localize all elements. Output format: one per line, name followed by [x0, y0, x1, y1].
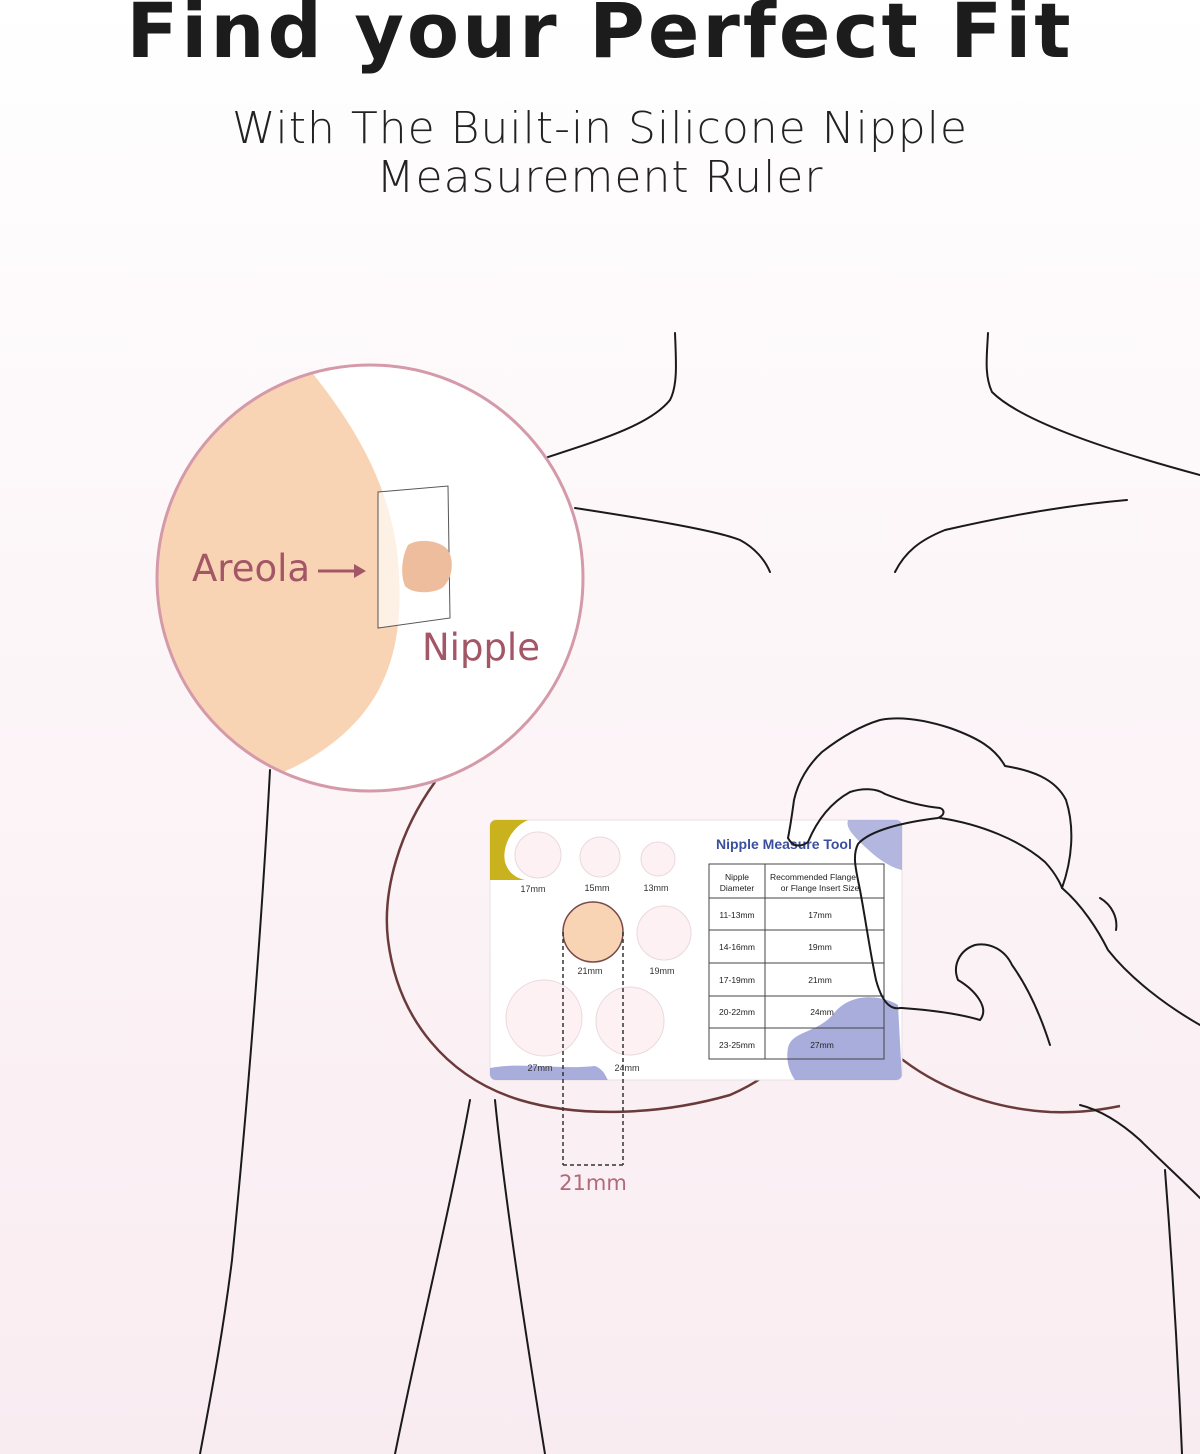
circle-19mm [636, 905, 692, 961]
nipple-label: Nipple [422, 626, 540, 669]
table-cell-size-2: 19mm [808, 942, 832, 952]
circle-label-27mm: 27mm [527, 1063, 552, 1073]
circle-label-19mm: 19mm [649, 966, 674, 976]
circle-label-13mm: 13mm [643, 883, 668, 893]
table-cell-range-5: 23-25mm [719, 1040, 755, 1050]
body-outline [199, 332, 1200, 1454]
subheadline-line-2: Measurement Ruler [376, 152, 824, 203]
circle-24mm [595, 986, 665, 1056]
card-lilac-blob-top [847, 820, 902, 870]
table-header-flange-size-2: or Flange Insert Size [781, 883, 860, 893]
circle-17mm [514, 831, 562, 879]
table-header-nipple-diameter-2: Diameter [720, 883, 755, 893]
card-yellow-accent [490, 820, 528, 880]
breast-outline [385, 781, 792, 1114]
breast-outline-right [879, 1039, 1121, 1114]
areola-arrow-head [354, 564, 366, 578]
table-cell-size-5: 27mm [810, 1040, 834, 1050]
circle-label-21mm: 21mm [577, 966, 602, 976]
measure-label: 21mm [559, 1171, 627, 1195]
circle-15mm [579, 836, 621, 878]
measure-guide [562, 932, 624, 1166]
headline: Find your Perfect Fit [126, 0, 1074, 75]
ruler-card: 17mm 15mm 13mm 21mm 19mm 27mm 24mm Nippl… [489, 819, 903, 1081]
table-cell-range-3: 17-19mm [719, 975, 755, 985]
circle-label-24mm: 24mm [614, 1063, 639, 1073]
card-lilac-blob-left [490, 1065, 608, 1080]
table-cell-size-4: 24mm [810, 1007, 834, 1017]
circle-label-15mm: 15mm [584, 883, 609, 893]
measure-circles [505, 831, 692, 1057]
table-cell-range-2: 14-16mm [719, 942, 755, 952]
hand-outline [787, 717, 1200, 1199]
table-cell-size-3: 21mm [808, 975, 832, 985]
circle-label-17mm: 17mm [520, 884, 545, 894]
zoom-magnifier: Areola Nipple [155, 363, 585, 793]
table-cell-size-1: 17mm [808, 910, 832, 920]
subheadline: With The Built-in Silicone Nipple Measur… [0, 104, 1200, 202]
table-cell-range-4: 20-22mm [719, 1007, 755, 1017]
table-header-flange-size: Recommended Flange [770, 872, 856, 882]
circle-27mm [505, 979, 583, 1057]
subheadline-line-1: With The Built-in Silicone Nipple [231, 103, 969, 154]
circle-21mm [562, 901, 624, 963]
circle-13mm [640, 841, 676, 877]
size-table [708, 863, 885, 1060]
nipple-shape [402, 540, 452, 593]
hand-fingers [901, 817, 1118, 1046]
zoom-skin [157, 365, 400, 791]
card-title: Nipple Measure Tool [716, 836, 852, 852]
areola-label: Areola [192, 547, 310, 590]
table-cell-range-1: 11-13mm [719, 910, 754, 920]
table-header-nipple-diameter: Nipple [725, 872, 749, 882]
